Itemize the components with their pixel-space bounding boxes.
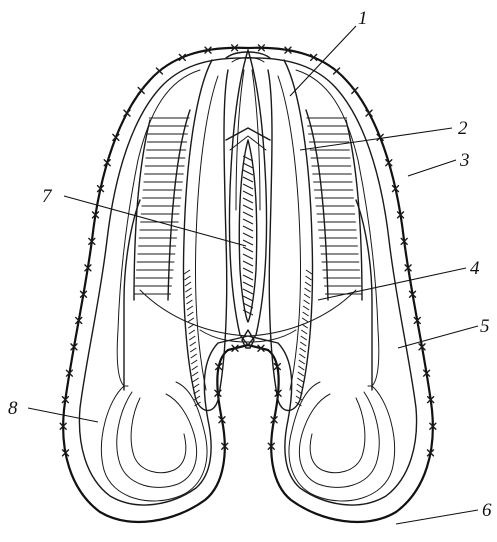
comb-plate	[138, 87, 144, 93]
tentacle-hatch	[302, 318, 308, 322]
pharynx-hatch	[243, 205, 253, 210]
tentacle-hatch	[303, 306, 309, 310]
tentacle-hatch	[299, 360, 305, 364]
label-6: 6	[482, 500, 492, 521]
apical-organ	[226, 52, 270, 62]
pharynx-hatch	[243, 191, 253, 196]
tentacle-hatch	[297, 384, 303, 388]
pharynx-hatch	[243, 219, 253, 224]
leader-6	[396, 510, 478, 524]
tentacle-hatch	[186, 294, 192, 298]
leader-2	[300, 128, 452, 150]
comb-plate	[156, 68, 162, 74]
tentacle-hatch	[185, 288, 191, 292]
tentacle-hatch	[192, 372, 198, 376]
pharynx-hatch	[243, 254, 253, 259]
pharynx-hatch	[243, 247, 253, 252]
tentacle-hatch	[301, 336, 307, 340]
tentacle-hatch	[298, 366, 304, 370]
tentacle-hatch	[189, 336, 195, 340]
tentacle-hatch	[187, 306, 193, 310]
tentacle-hatch	[191, 354, 197, 358]
tentacle-hatch	[193, 378, 199, 382]
tentacle-hatch	[303, 312, 309, 316]
leader-lines	[28, 26, 478, 524]
pharynx-hatch	[243, 226, 253, 231]
label-2: 2	[458, 118, 468, 139]
tentacle-hatch	[192, 366, 198, 370]
tentacle-hatch	[304, 300, 310, 304]
pharynx-hatch	[243, 289, 253, 294]
pharynx-hatch	[243, 184, 253, 189]
tentacle-hatch	[187, 312, 193, 316]
tentacle-hatch	[190, 342, 196, 346]
tentacle-hatch	[184, 276, 190, 280]
tentacle-hatch	[191, 360, 197, 364]
label-8: 8	[8, 398, 18, 419]
label-3: 3	[459, 150, 470, 171]
label-5: 5	[480, 316, 490, 337]
tentacle-hatch	[305, 282, 311, 286]
tentacle-hatch	[188, 318, 194, 322]
tentacle-hatch	[306, 270, 312, 274]
tentacle-hatch	[306, 276, 312, 280]
tentacle-hatch	[300, 342, 306, 346]
label-4: 4	[470, 258, 480, 279]
pharynx-hatch	[243, 268, 253, 273]
leader-4	[318, 268, 466, 300]
pharynx-hatch	[243, 282, 253, 287]
meridional-canal-right	[306, 110, 362, 300]
tentacle-hatch	[184, 270, 190, 274]
tentacle-hatch	[305, 288, 311, 292]
pharynx-hatch	[243, 212, 253, 217]
pharynx	[200, 50, 296, 348]
tentacle-hatch	[297, 378, 303, 382]
tentacle-hatch	[304, 294, 310, 298]
tentacle-hatch	[185, 282, 191, 286]
tentacle-hatch	[300, 348, 306, 352]
tentacle-hatch	[193, 384, 199, 388]
tentacle-hatch	[298, 372, 304, 376]
leader-5	[398, 326, 478, 348]
tentacle-hatch	[299, 354, 305, 358]
pharynx-hatch	[243, 296, 253, 301]
pharynx-hatch	[243, 177, 253, 182]
tentacle-hatch	[189, 330, 195, 334]
tentacle-hatch	[190, 348, 196, 352]
leader-3	[408, 160, 456, 176]
pharynx-hatch	[243, 170, 253, 175]
label-7: 7	[42, 186, 53, 207]
comb-plate	[352, 87, 358, 93]
tentacle-hatch	[186, 300, 192, 304]
pharynx-hatch	[243, 163, 253, 168]
comb-plate	[334, 68, 340, 74]
pharynx-hatch	[243, 261, 253, 266]
meridional-canal-left	[134, 110, 190, 300]
pharynx-hatch	[243, 198, 253, 203]
tentacle-hatch	[301, 330, 307, 334]
label-1: 1	[358, 8, 368, 29]
pharynx-hatch	[243, 233, 253, 238]
pharynx-hatch	[243, 275, 253, 280]
pharynx-hatch	[243, 240, 253, 245]
